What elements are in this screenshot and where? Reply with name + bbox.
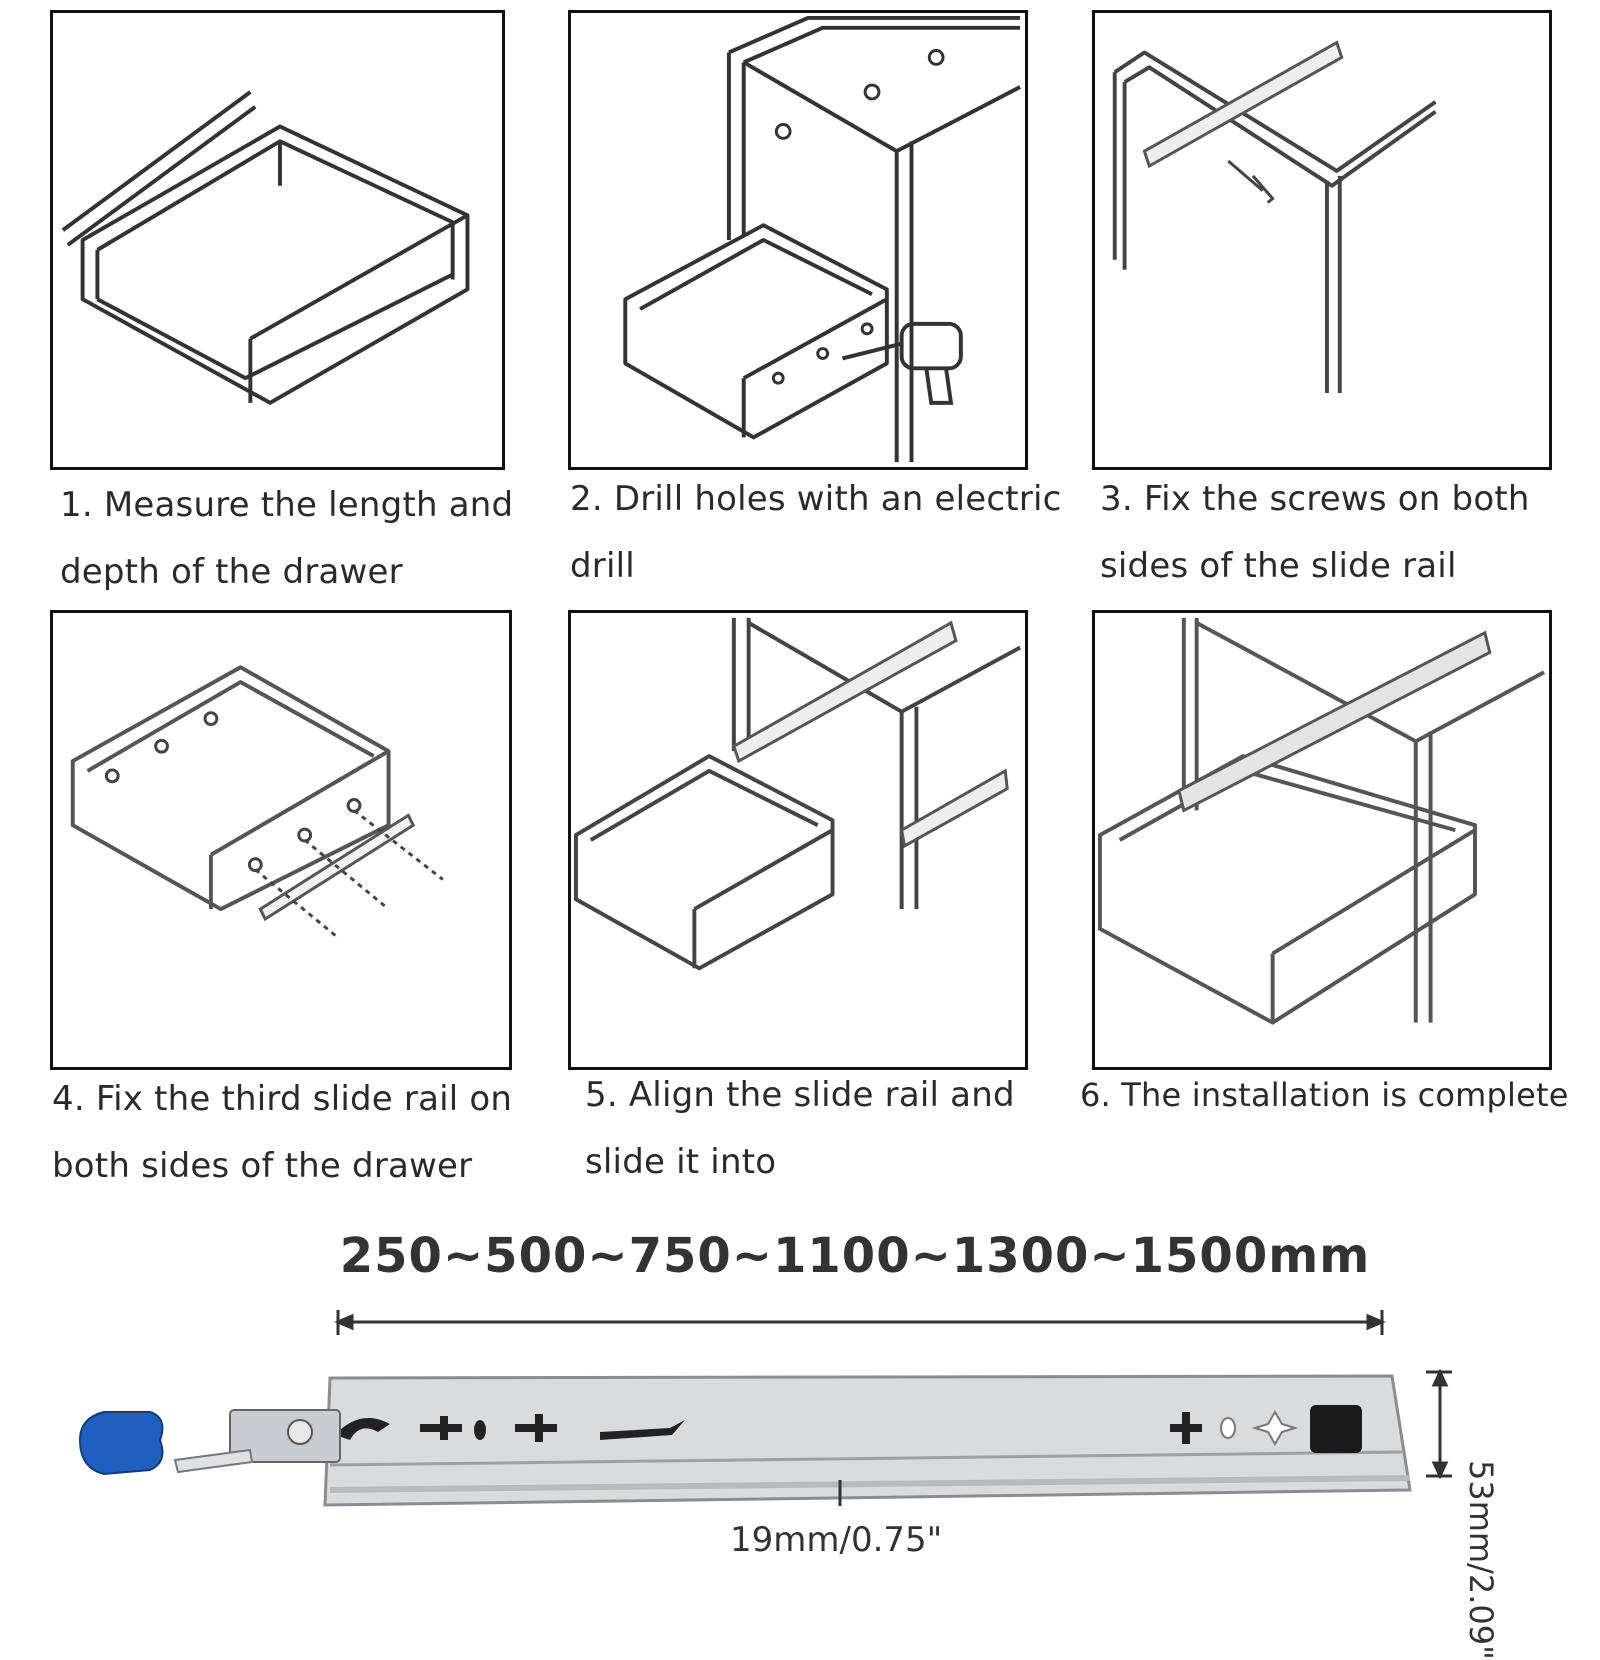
height-label: 53mm/2.09"	[1462, 1460, 1500, 1660]
screws-icon	[254, 809, 444, 940]
step-2-caption-line-1: 2. Drill holes with an electric	[570, 479, 1062, 519]
length-dimension-line	[334, 1310, 1386, 1335]
step-4-caption-line-2: both sides of the drawer	[52, 1146, 473, 1186]
star-hole-icon	[1251, 1410, 1299, 1446]
step-5-caption-line-2: slide it into	[585, 1142, 777, 1182]
step-6-caption-line-1: 6. The installation is complete	[1080, 1076, 1569, 1114]
installed-rail-icon	[1177, 630, 1492, 813]
align-rail-drawing	[573, 617, 1022, 971]
step-1-caption-line-2: depth of the drawer	[60, 552, 403, 592]
step-4-caption: 4. Fix the third slide rail on both side…	[52, 1066, 512, 1200]
locking-clip-icon	[1310, 1405, 1362, 1453]
step-2-caption-line-2: drill	[570, 546, 635, 586]
step-1-caption-line-1: 1. Measure the length and	[60, 485, 514, 525]
rail-screw-drawing	[1112, 40, 1437, 393]
step-6-caption: 6. The installation is complete	[1080, 1062, 1569, 1129]
step-4-illustration	[50, 610, 512, 1070]
step-3-caption: 3. Fix the screws on both sides of the s…	[1100, 466, 1530, 600]
height-dimension-line	[1426, 1368, 1452, 1480]
drill-icon	[841, 321, 963, 405]
cabinet-rail-icon	[732, 620, 1009, 849]
oval-hole-icon	[1220, 1417, 1236, 1439]
step-2-caption: 2. Drill holes with an electric drill	[570, 466, 1062, 600]
drill-cabinet-drawing	[623, 15, 1021, 463]
slot-icon	[600, 1420, 685, 1440]
step-3-caption-line-1: 3. Fix the screws on both	[1100, 479, 1530, 519]
step-1-caption: 1. Measure the length and depth of the d…	[60, 472, 513, 606]
step-4-caption-line-1: 4. Fix the third slide rail on	[52, 1079, 513, 1119]
step-5-caption: 5. Align the slide rail and slide it int…	[585, 1062, 1015, 1196]
installed-drawer-drawing	[1097, 617, 1546, 1025]
thickness-label: 19mm/0.75"	[730, 1520, 943, 1560]
cross-hole-icon	[515, 1414, 557, 1442]
step-5-caption-line-1: 5. Align the slide rail and	[585, 1075, 1015, 1115]
mounting-holes	[335, 1405, 1362, 1453]
step-6-illustration	[1092, 610, 1552, 1070]
cross-hole-icon	[1170, 1412, 1202, 1444]
release-lever	[173, 1409, 341, 1474]
blue-handle-icon	[78, 1411, 164, 1476]
length-range-label: 250~500~750~1100~1300~1500mm	[339, 1228, 1371, 1284]
screw-icon	[1227, 159, 1275, 204]
step-5-illustration	[568, 610, 1028, 1070]
round-hole-icon	[474, 1420, 486, 1440]
drawer-rail-screws-drawing	[70, 665, 444, 940]
hook-slot-icon	[335, 1418, 390, 1440]
step-2-illustration	[568, 10, 1028, 470]
step-1-illustration	[50, 10, 505, 470]
drawer-measure-drawing	[61, 90, 470, 405]
cross-hole-icon	[420, 1416, 462, 1440]
step-3-illustration	[1092, 10, 1552, 470]
slide-rail-icon	[1142, 40, 1344, 169]
step-3-caption-line-2: sides of the slide rail	[1100, 546, 1457, 586]
slide-rail-body	[323, 1374, 1412, 1507]
slide-rail-product-image	[78, 1310, 1452, 1507]
